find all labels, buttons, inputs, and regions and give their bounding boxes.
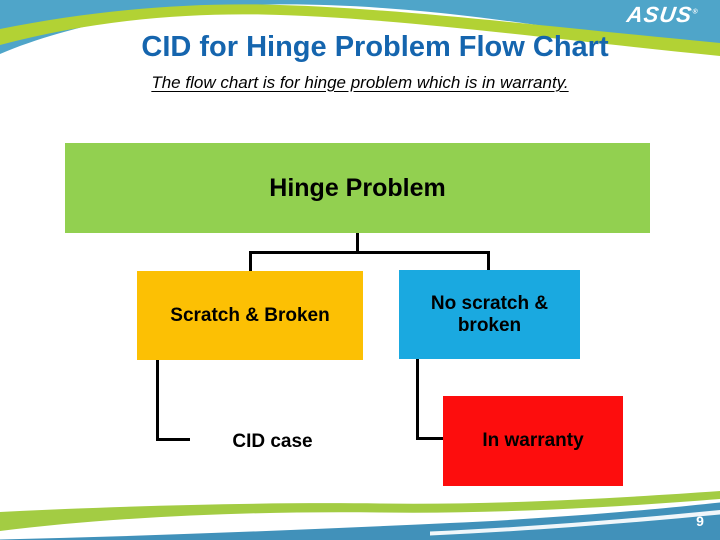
asus-logo: ASUS® xyxy=(625,2,700,28)
connector-to-warranty-box xyxy=(416,437,447,440)
connector-branch-bar xyxy=(249,251,490,254)
connector-to-right-box xyxy=(487,251,490,272)
header-green-swoosh xyxy=(0,4,720,56)
connector-from-left-box xyxy=(156,360,159,441)
slide-subtitle: The flow chart is for hinge problem whic… xyxy=(0,73,720,93)
connector-root-stem xyxy=(356,233,359,253)
footer-blue-wave xyxy=(0,502,720,540)
flowchart-scratch-broken-box: Scratch & Broken xyxy=(137,271,363,360)
flowchart-no-scratch-box: No scratch & broken xyxy=(399,270,580,359)
asus-logo-text: ASUS xyxy=(625,2,694,27)
flowchart-cid-case-label: CID case xyxy=(232,431,313,452)
flowchart-root-box: Hinge Problem xyxy=(65,143,650,233)
footer-green-wave xyxy=(0,491,720,531)
flowchart-in-warranty-box: In warranty xyxy=(443,396,623,486)
header-wave-graphic xyxy=(0,0,720,56)
registered-trademark-symbol: ® xyxy=(692,8,700,16)
connector-from-right-box xyxy=(416,359,419,440)
connector-to-cid-case xyxy=(156,438,190,441)
page-number: 9 xyxy=(696,513,704,529)
connector-to-left-box xyxy=(249,251,252,273)
header-blue-band xyxy=(0,0,720,54)
slide-title: CID for Hinge Problem Flow Chart xyxy=(141,31,609,63)
footer-wave-graphic xyxy=(0,491,720,540)
slide-subtitle-text: The flow chart is for hinge problem whic… xyxy=(151,73,569,92)
footer-white-stripe xyxy=(430,510,720,536)
